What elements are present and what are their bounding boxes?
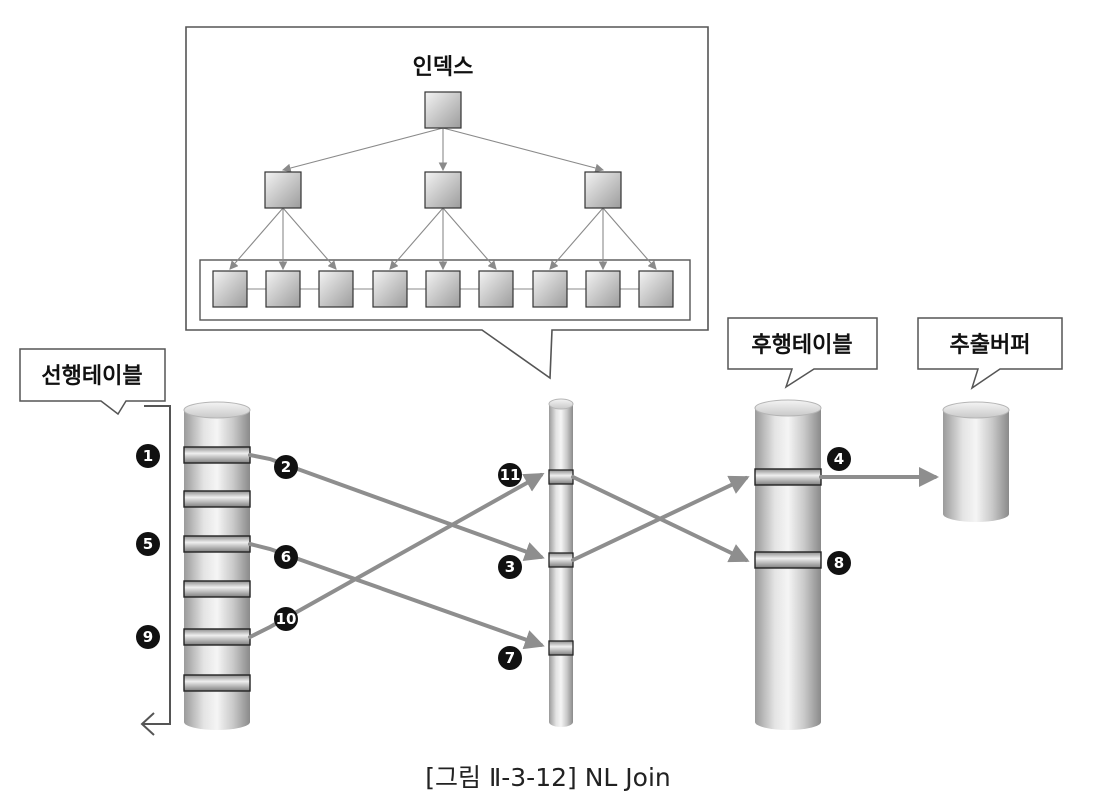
index-entry bbox=[548, 552, 574, 568]
index-column bbox=[548, 398, 574, 727]
step-marker-4: 4 bbox=[827, 447, 851, 471]
step-marker-label: 10 bbox=[276, 610, 297, 628]
step-marker-label: 2 bbox=[281, 458, 291, 476]
outer-row-block bbox=[183, 535, 251, 553]
index-leaf-node bbox=[425, 270, 461, 308]
inner-table-callout: 후행테이블 bbox=[727, 317, 878, 389]
index-branch-node bbox=[264, 171, 302, 209]
step-marker-label: 8 bbox=[834, 554, 844, 572]
index-branch-node bbox=[424, 171, 462, 209]
step-markers: 1 2 3 4 5 6 7 8 9 10 11 bbox=[136, 444, 851, 670]
figure-caption: [그림 Ⅱ-3-12] NL Join bbox=[425, 763, 671, 792]
index-leaf-node bbox=[478, 270, 514, 308]
step-marker-label: 4 bbox=[834, 450, 844, 468]
step-marker-8: 8 bbox=[827, 551, 851, 575]
inner-row-block bbox=[754, 551, 822, 569]
inner-table-cylinder bbox=[754, 399, 822, 730]
arrow-outer-to-index bbox=[248, 542, 545, 650]
step-marker-circle bbox=[136, 625, 160, 649]
step-marker-1: 1 bbox=[136, 444, 160, 468]
output-buffer-cylinder bbox=[942, 401, 1010, 522]
step-marker-circle bbox=[827, 551, 851, 575]
step-marker-circle bbox=[827, 447, 851, 471]
index-leaf-node bbox=[638, 270, 674, 308]
step-marker-circle bbox=[498, 463, 522, 487]
index-label: 인덱스 bbox=[413, 55, 474, 80]
index-callout: 인덱스 bbox=[185, 26, 709, 380]
index-tree-edges bbox=[229, 127, 657, 271]
step-marker-circle bbox=[498, 646, 522, 670]
index-leaf-node bbox=[585, 270, 621, 308]
scan-direction-bracket bbox=[140, 405, 171, 736]
step-marker-5: 5 bbox=[136, 532, 160, 556]
step-marker-label: 1 bbox=[143, 447, 153, 465]
arrow-outer-to-index bbox=[248, 473, 545, 639]
step-marker-circle bbox=[274, 607, 298, 631]
output-buffer-callout: 추출버퍼 bbox=[917, 317, 1063, 390]
step-marker-label: 5 bbox=[143, 535, 153, 553]
step-marker-circle bbox=[136, 444, 160, 468]
step-marker-label: 11 bbox=[500, 466, 521, 484]
outer-row-block bbox=[183, 446, 251, 464]
step-marker-7: 7 bbox=[498, 646, 522, 670]
step-marker-11: 11 bbox=[498, 463, 522, 487]
index-branch-node bbox=[584, 171, 622, 209]
outer-table-label: 선행테이블 bbox=[41, 364, 142, 389]
index-leaf-node bbox=[318, 270, 354, 308]
inner-table-label: 후행테이블 bbox=[751, 333, 852, 358]
inner-row-block bbox=[754, 468, 822, 486]
step-marker-circle bbox=[274, 455, 298, 479]
arrow-index-to-inner bbox=[571, 475, 750, 563]
index-leaf-node bbox=[212, 270, 248, 308]
outer-table-callout: 선행테이블 bbox=[19, 348, 166, 416]
outer-table-cylinder bbox=[183, 401, 251, 730]
step-marker-9: 9 bbox=[136, 625, 160, 649]
outer-row-block bbox=[183, 628, 251, 646]
step-marker-3: 3 bbox=[498, 555, 522, 579]
step-marker-label: 3 bbox=[505, 558, 515, 576]
outer-row-block bbox=[183, 580, 251, 598]
index-leaf-node bbox=[372, 270, 408, 308]
step-marker-6: 6 bbox=[274, 545, 298, 569]
step-marker-circle bbox=[136, 532, 160, 556]
index-entry bbox=[548, 469, 574, 485]
join-flow-arrows bbox=[248, 453, 939, 650]
output-buffer-label: 추출버퍼 bbox=[950, 333, 1031, 358]
step-marker-label: 7 bbox=[505, 649, 515, 667]
outer-row-block bbox=[183, 490, 251, 508]
index-leaf-node bbox=[265, 270, 301, 308]
step-marker-circle bbox=[274, 545, 298, 569]
index-leaf-node bbox=[532, 270, 568, 308]
index-root-node bbox=[424, 91, 462, 129]
step-marker-label: 9 bbox=[143, 628, 153, 646]
step-marker-label: 6 bbox=[281, 548, 291, 566]
step-marker-10: 10 bbox=[274, 607, 298, 631]
outer-row-block bbox=[183, 674, 251, 692]
index-entry bbox=[548, 640, 574, 656]
step-marker-2: 2 bbox=[274, 455, 298, 479]
step-marker-circle bbox=[498, 555, 522, 579]
